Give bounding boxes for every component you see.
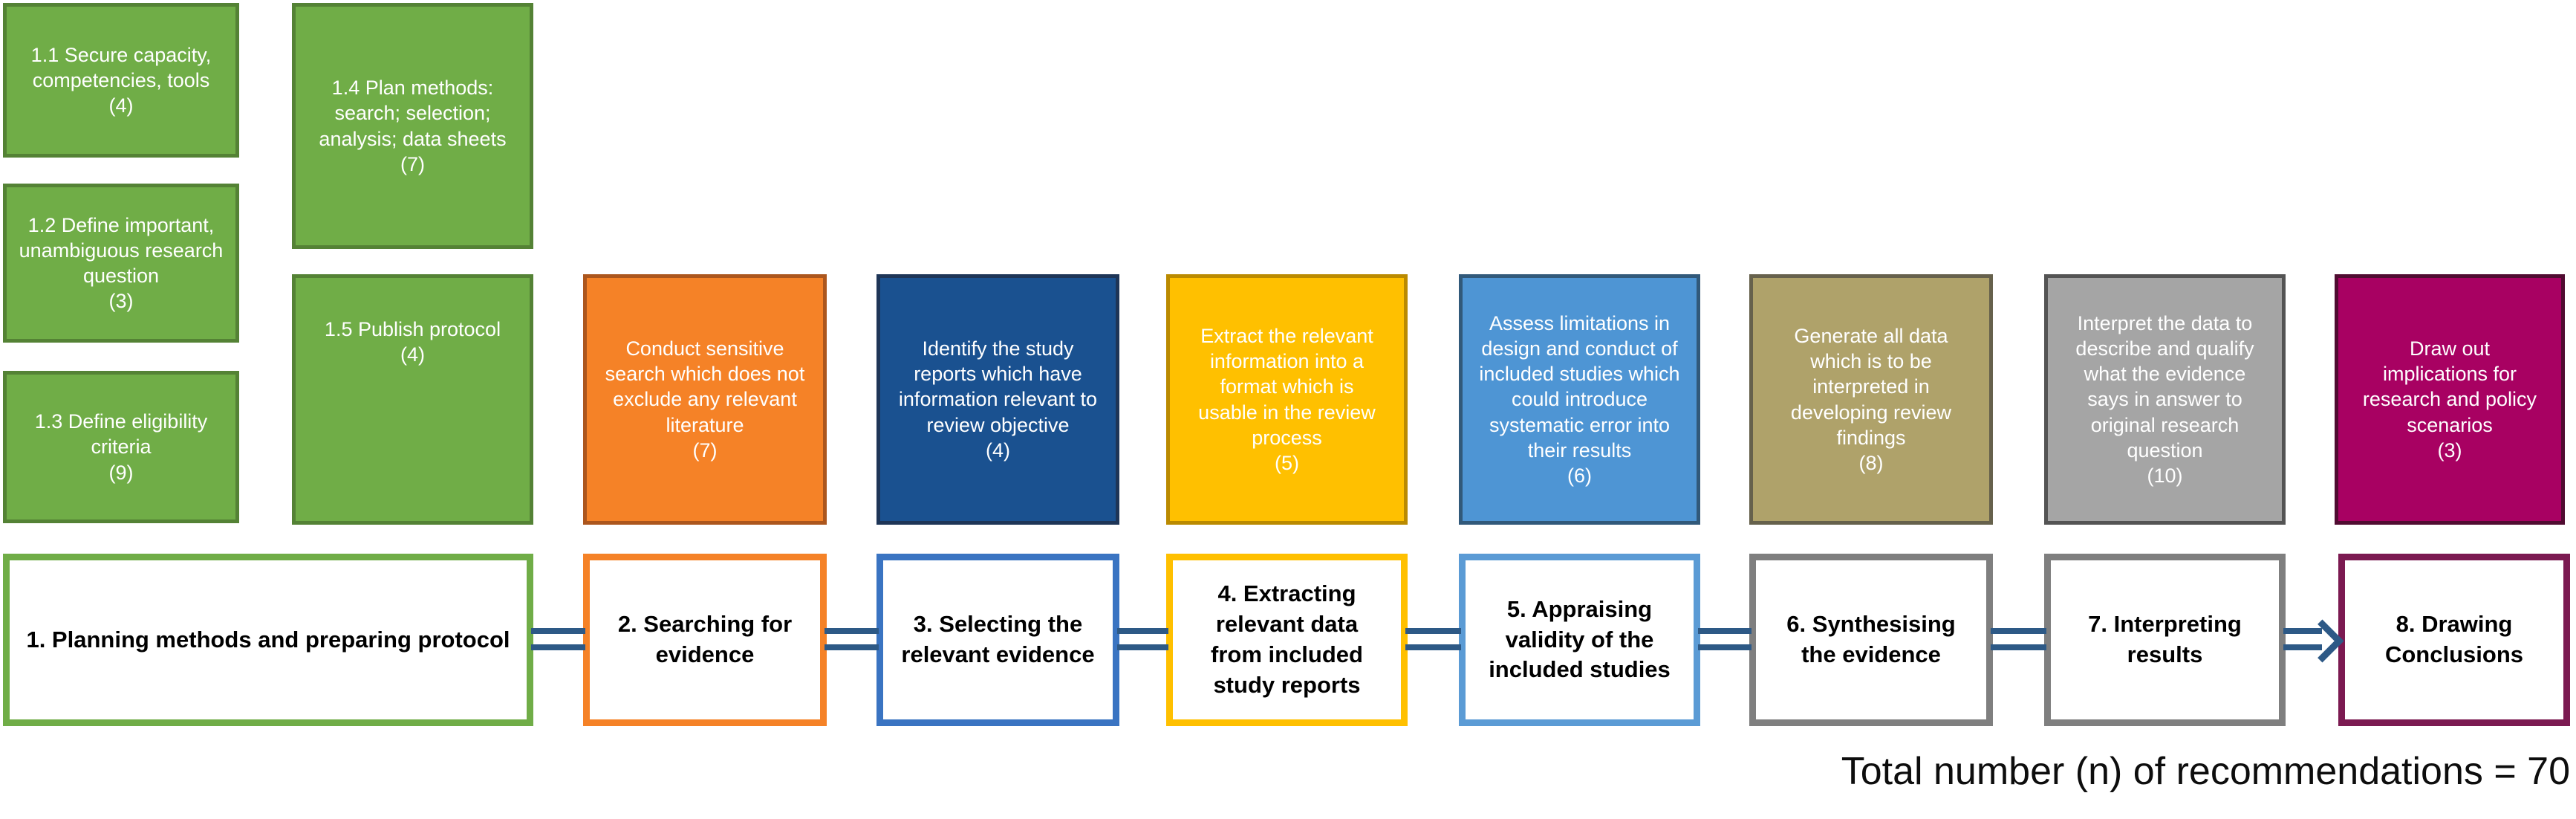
stage-box-2-searching: 2. Searching for evidence <box>583 554 827 726</box>
stage-label: 8. Drawing Conclusions <box>2384 611 2523 667</box>
stage-label: 5. Appraising validity of the included s… <box>1489 595 1671 683</box>
task-box-interpreting: Interpret the data to describe and quali… <box>2044 274 2286 525</box>
task-text: Draw out implications for research and p… <box>2362 337 2537 436</box>
stage-label: 4. Extracting relevant data from include… <box>1211 580 1363 698</box>
connector-line-5-6 <box>1698 628 1752 650</box>
stage-box-7-interpreting: 7. Interpreting results <box>2044 554 2286 726</box>
arrow-right-icon <box>2300 619 2344 663</box>
planning-detail-count: (9) <box>108 461 134 484</box>
task-text: Extract the relevant information into a … <box>1198 325 1376 449</box>
task-count: (7) <box>692 438 718 462</box>
stage-box-1-planning: 1. Planning methods and preparing protoc… <box>3 554 533 726</box>
task-count: (10) <box>2147 464 2183 487</box>
stage-label: 1. Planning methods and preparing protoc… <box>26 626 510 653</box>
planning-detail-count: (4) <box>400 343 425 366</box>
planning-detail-count: (4) <box>108 94 134 117</box>
planning-detail-count: (3) <box>108 290 134 313</box>
task-text: Assess limitations in design and conduct… <box>1479 312 1680 462</box>
planning-detail-box-1-3: 1.3 Define eligibility criteria (9) <box>3 371 239 523</box>
task-box-extracting: Extract the relevant information into a … <box>1166 274 1408 525</box>
planning-detail-text: 1.4 Plan methods: search; selection; ana… <box>319 77 507 150</box>
task-text: Interpret the data to describe and quali… <box>2075 312 2254 462</box>
stage-box-6-synthesising: 6. Synthesising the evidence <box>1749 554 1993 726</box>
connector-line-1-2 <box>531 628 585 650</box>
stage-box-5-appraising: 5. Appraising validity of the included s… <box>1459 554 1700 726</box>
task-count: (3) <box>2437 438 2462 462</box>
stage-box-3-selecting: 3. Selecting the relevant evidence <box>876 554 1119 726</box>
task-count: (8) <box>1858 451 1884 474</box>
task-text: Identify the study reports which have in… <box>898 337 1098 436</box>
task-count: (5) <box>1275 451 1299 474</box>
stage-label: 3. Selecting the relevant evidence <box>901 611 1095 667</box>
total-recommendations-label: Total number (n) of recommendations = 70 <box>1841 750 2570 793</box>
planning-detail-box-1-2: 1.2 Define important, unambiguous resear… <box>3 184 239 343</box>
task-text: Generate all data which is to be interpr… <box>1790 325 1952 449</box>
stage-label: 2. Searching for evidence <box>617 611 793 667</box>
planning-detail-box-1-1: 1.1 Secure capacity, competencies, tools… <box>3 3 239 158</box>
planning-detail-count: (7) <box>400 152 425 175</box>
planning-detail-text: 1.1 Secure capacity, competencies, tools <box>30 43 212 91</box>
stage-label: 6. Synthesising the evidence <box>1786 611 1956 667</box>
planning-detail-text: 1.2 Define important, unambiguous resear… <box>19 213 224 287</box>
task-box-concluding: Draw out implications for research and p… <box>2335 274 2565 525</box>
task-box-selecting: Identify the study reports which have in… <box>876 274 1119 525</box>
connector-line-3-4 <box>1117 628 1168 650</box>
task-box-appraising: Assess limitations in design and conduct… <box>1459 274 1700 525</box>
connector-line-6-7 <box>1991 628 2046 650</box>
task-count: (4) <box>986 438 1010 462</box>
task-box-synthesising: Generate all data which is to be interpr… <box>1749 274 1993 525</box>
stage-box-8-concluding: 8. Drawing Conclusions <box>2338 554 2570 726</box>
connector-line-4-5 <box>1405 628 1461 650</box>
connector-line-2-3 <box>824 628 879 650</box>
task-count: (6) <box>1567 464 1592 487</box>
stage-box-4-extracting: 4. Extracting relevant data from include… <box>1166 554 1408 726</box>
planning-detail-text: 1.5 Publish protocol <box>324 318 501 340</box>
planning-detail-box-1-4: 1.4 Plan methods: search; selection; ana… <box>292 3 533 249</box>
connector-arrow-line-7-8 <box>2283 628 2322 650</box>
task-text: Conduct sensitive search which does not … <box>605 337 805 436</box>
stage-label: 7. Interpreting results <box>2088 611 2242 667</box>
planning-detail-box-1-5: 1.5 Publish protocol (4) <box>292 274 533 525</box>
task-box-searching: Conduct sensitive search which does not … <box>583 274 827 525</box>
planning-detail-text: 1.3 Define eligibility criteria <box>34 410 208 459</box>
